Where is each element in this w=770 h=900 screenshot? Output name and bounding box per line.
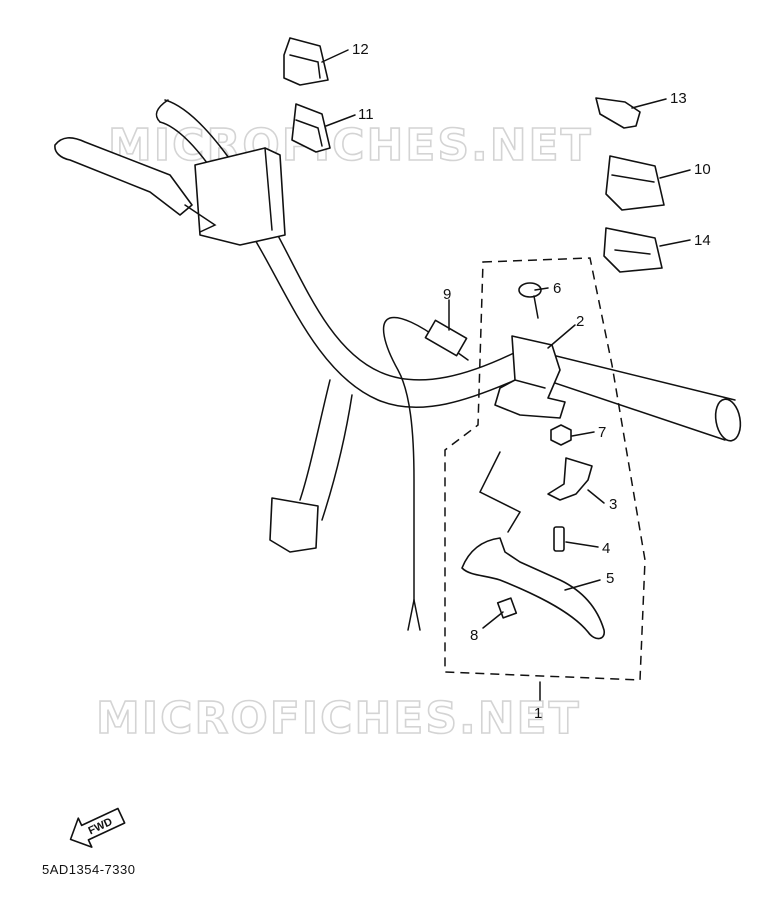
switch-cover-13 [595,97,641,129]
cable-holder [547,457,593,501]
lever-bracket [494,335,566,419]
callout-3: 3 [609,496,617,513]
bolt [518,282,542,319]
switch-cover-14 [603,227,663,273]
callout-1: 1 [534,705,542,722]
callout-9: 9 [443,286,451,303]
switch-cover-10 [605,155,665,211]
callout-14: 14 [694,232,711,249]
left-lever-assembly [54,137,286,246]
callout-2: 2 [576,313,584,330]
callout-6: 6 [553,280,561,297]
screw [553,526,565,552]
assembly-outline [444,257,646,681]
watermark-bottom: MICROFICHES.NET [96,693,581,744]
switch-cover-12 [283,37,329,86]
fwd-arrow-icon: FWD [69,807,126,848]
callout-5: 5 [606,570,614,587]
callout-13: 13 [670,90,687,107]
callout-11: 11 [358,106,374,123]
callout-8: 8 [470,627,478,644]
switch-cover-11 [291,103,331,153]
callout-10: 10 [694,161,711,178]
callout-7: 7 [598,424,606,441]
exploded-path [478,451,522,533]
clutch-switch-cable [382,316,469,631]
callout-12: 12 [352,41,369,58]
watermark-top: MICROFICHES.NET [108,120,593,171]
diagram-code: 5AD1354-7330 [42,862,135,877]
leader-lines [321,49,691,701]
clutch-lever [461,537,605,640]
nut [550,424,572,446]
callout-4: 4 [602,540,610,557]
